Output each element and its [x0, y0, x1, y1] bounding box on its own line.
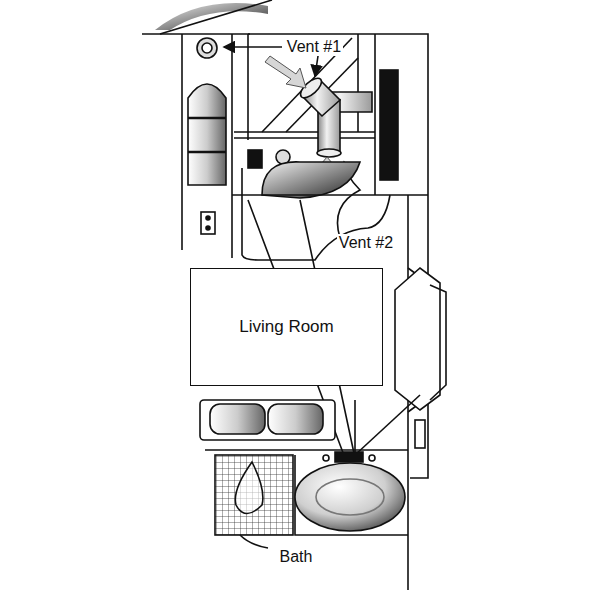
vent-label: Vent #1 — [285, 38, 343, 56]
room-name: Bath — [278, 548, 315, 566]
room-area: Living Room — [190, 268, 383, 386]
vent-label: Vent #2 — [337, 234, 395, 252]
room-name: Living Room — [239, 317, 334, 337]
